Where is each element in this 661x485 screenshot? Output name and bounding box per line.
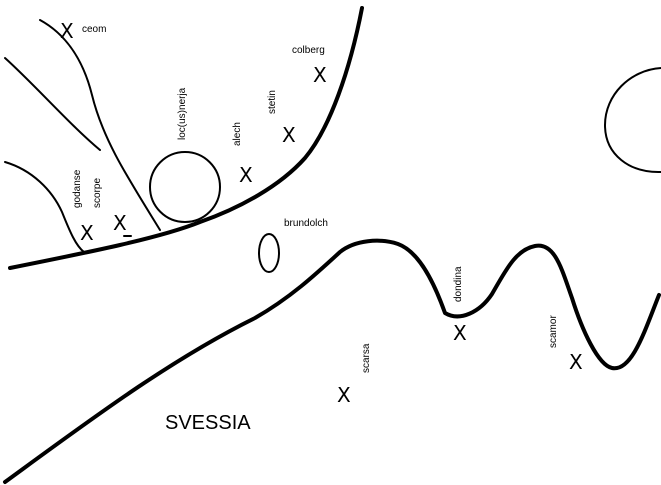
label-locusnerja: loc(us)nerja [177,87,188,140]
marker-scamor: X [569,350,583,374]
label-scamor: scamor [548,315,559,348]
south-coastline [3,238,661,484]
label-alech: alech [232,122,243,146]
region-label: SVESSIA [165,412,251,434]
label-godanse: godanse [72,169,83,208]
marker-colberg: X [313,63,327,87]
lake-circle [149,151,221,223]
label-scorpe: scorpe [92,178,103,208]
label-dondina: dondina [453,266,464,302]
lake-east [603,67,661,174]
marker-stetin: X [282,123,296,147]
north-coastline [8,6,364,270]
marker-godanse: X [80,221,94,245]
label-stetin: stetin [267,90,278,114]
label-colberg: colberg [292,45,325,56]
marker-dondina: X [453,321,467,345]
marker-scarsa: X [337,383,351,407]
label-brundolch: brundolch [284,218,328,229]
marker-ceom: X [60,19,74,43]
river-2 [4,57,101,151]
label-scarsa: scarsa [361,343,372,373]
marker-alech: X [239,163,253,187]
label-ceom: ceom [82,24,106,35]
lake-oval [258,233,280,273]
marker-scorpe: X [113,211,127,235]
river-1 [39,19,161,231]
river-3 [4,161,85,253]
